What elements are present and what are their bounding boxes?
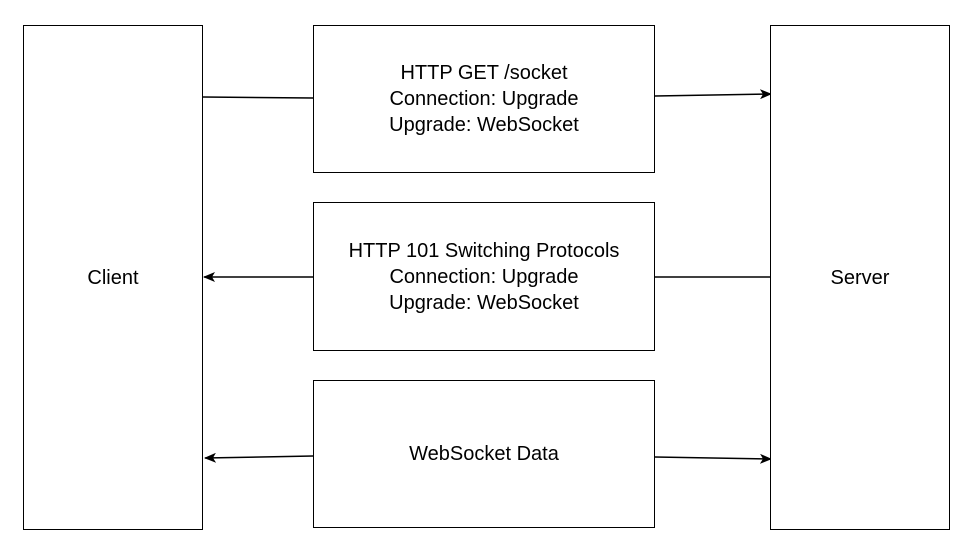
upgrade-request-box: HTTP GET /socket Connection: Upgrade Upg… (313, 25, 655, 173)
upgrade-response-line: Connection: Upgrade (389, 265, 579, 288)
server-box: Server (770, 25, 950, 530)
upgrade-response-box: HTTP 101 Switching Protocols Connection:… (313, 202, 655, 351)
server-label: Server (830, 266, 890, 289)
upgrade-response-line: HTTP 101 Switching Protocols (348, 239, 620, 262)
data-arrow-to-server (654, 453, 772, 464)
data-arrow-to-client (204, 452, 314, 463)
websocket-data-box: WebSocket Data (313, 380, 655, 528)
websocket-data-label: WebSocket Data (409, 443, 559, 465)
upgrade-response-line: Upgrade: WebSocket (389, 291, 579, 314)
client-label: Client (87, 266, 139, 289)
request-line-client-side (202, 96, 314, 99)
client-box: Client (23, 25, 203, 530)
upgrade-request-line: HTTP GET /socket (400, 62, 568, 84)
request-arrow-to-server (654, 89, 772, 100)
upgrade-request-line: Upgrade: WebSocket (389, 114, 579, 136)
upgrade-request-line: Connection: Upgrade (389, 88, 579, 110)
